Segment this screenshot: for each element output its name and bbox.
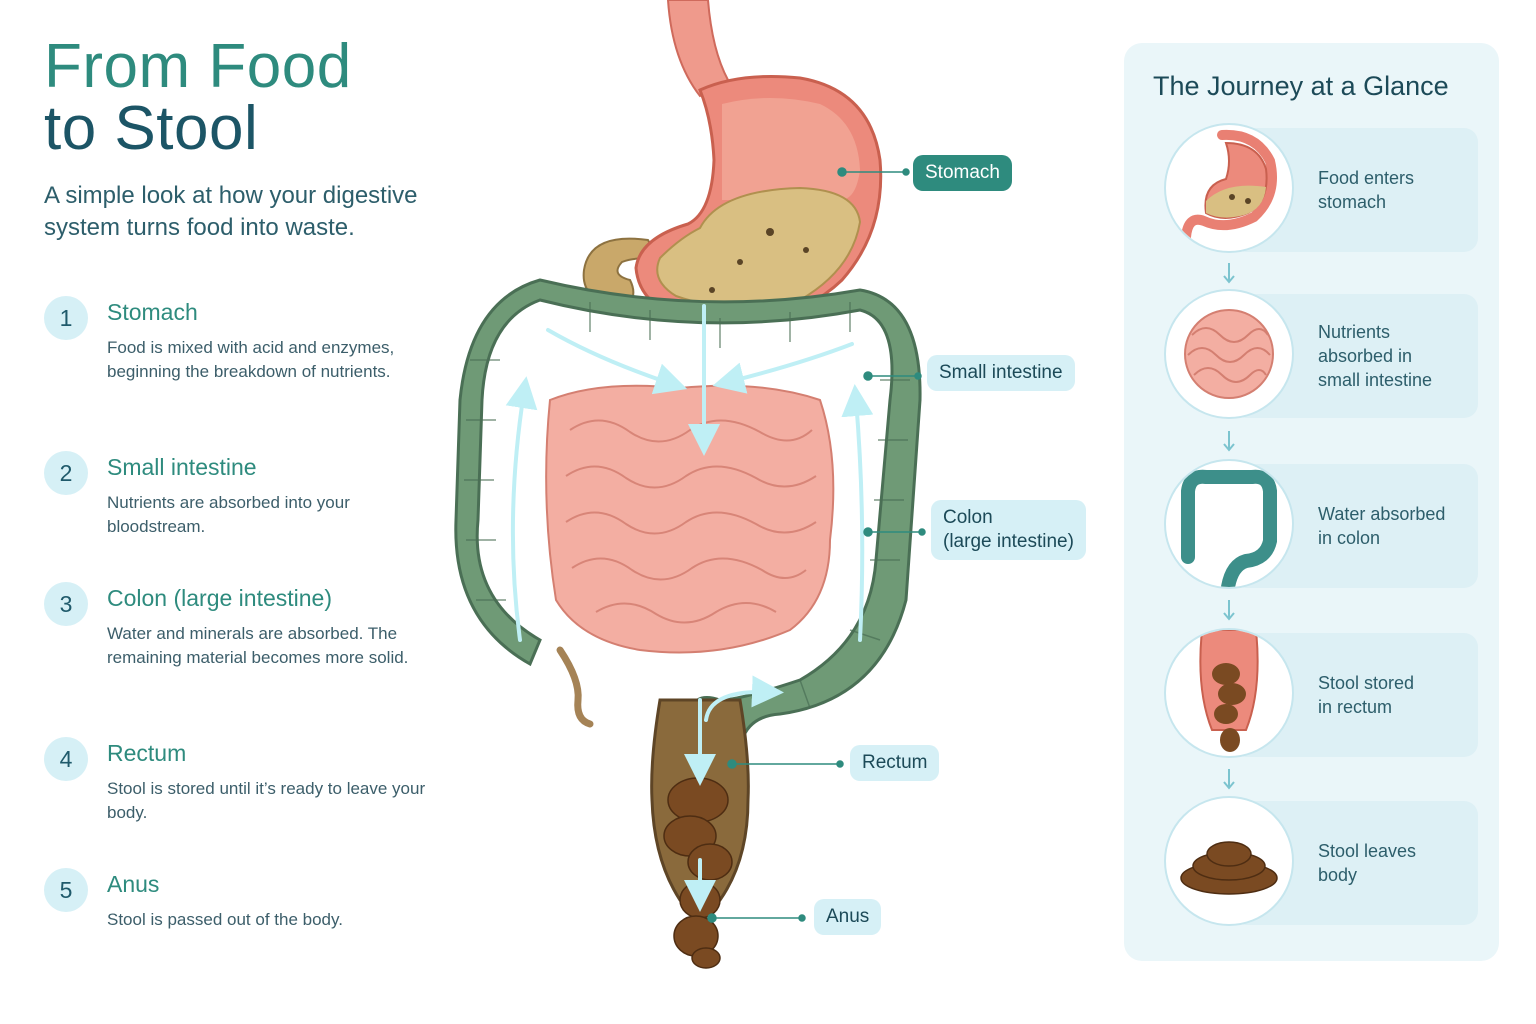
step-number-badge: 5 — [44, 868, 88, 912]
journey-card-text: Nutrients absorbed in small intestine — [1318, 322, 1433, 390]
rectum-thumb-icon — [1164, 628, 1294, 758]
step-title: Colon (large intestine) — [107, 585, 333, 611]
down-arrow-icon — [1223, 431, 1235, 452]
step-description: Water and minerals are absorbed. The rem… — [107, 624, 409, 667]
stomach-lining — [722, 98, 860, 200]
callout-stomach: Stomach — [913, 155, 1012, 191]
callout-colon-line2: (large intestine) — [943, 531, 1074, 552]
journey-card-text: Food enters stomach — [1318, 168, 1415, 212]
callout-rectum: Rectum — [850, 745, 940, 781]
title-line-1: From Food — [44, 32, 352, 101]
colon-thumb-icon — [1164, 459, 1294, 589]
step-number-badge: 1 — [44, 296, 88, 340]
journey-panel-title: The Journey at a Glance — [1153, 71, 1449, 101]
stomach-thumb-icon — [1164, 123, 1294, 253]
callout-small-intestine: Small intestine — [927, 355, 1075, 391]
digestive-system-illustration — [454, 0, 926, 969]
title-line-2: to Stool — [44, 94, 259, 163]
callout-colon-line1: Colon — [943, 507, 993, 528]
stool-thumb-icon — [1164, 796, 1294, 926]
flow-arrows — [505, 304, 874, 912]
journey-panel: The Journey at a Glance Food enters stom… — [1124, 43, 1499, 961]
step-description: Nutrients are absorbed into your bloodst… — [107, 493, 350, 536]
callout-anus: Anus — [814, 899, 882, 935]
step-description: Food is mixed with acid and enzymes, beg… — [107, 338, 395, 381]
step-description: Stool is stored until it’s ready to leav… — [107, 779, 426, 822]
step-number-badge: 3 — [44, 582, 88, 626]
appendix-shape — [556, 646, 594, 728]
step-number-badge: 2 — [44, 451, 88, 495]
step-number-badge: 4 — [44, 737, 88, 781]
journey-card-text: Water absorbed in colon — [1318, 504, 1446, 548]
small-intestine-thumb-icon — [1164, 289, 1294, 419]
step-title: Rectum — [107, 740, 187, 766]
down-arrow-icon — [1223, 263, 1235, 284]
step-title: Stomach — [107, 299, 198, 325]
stomach-food — [656, 186, 862, 309]
step-description: Stool is passed out of the body. — [107, 910, 343, 929]
page-title: From Food to Stool — [44, 36, 352, 160]
down-arrow-icon — [1223, 600, 1235, 621]
step-title: Anus — [107, 871, 160, 897]
journey-card-text: Stool leaves body — [1318, 841, 1417, 885]
step-title: Small intestine — [107, 454, 257, 480]
journey-card-text: Stool stored in rectum — [1318, 673, 1415, 717]
page-subtitle: A simple look at how your digestive syst… — [44, 182, 418, 241]
down-arrow-icon — [1223, 769, 1235, 790]
leader-lines — [707, 167, 926, 923]
callout-colon: Colon (large intestine) — [931, 500, 1086, 560]
